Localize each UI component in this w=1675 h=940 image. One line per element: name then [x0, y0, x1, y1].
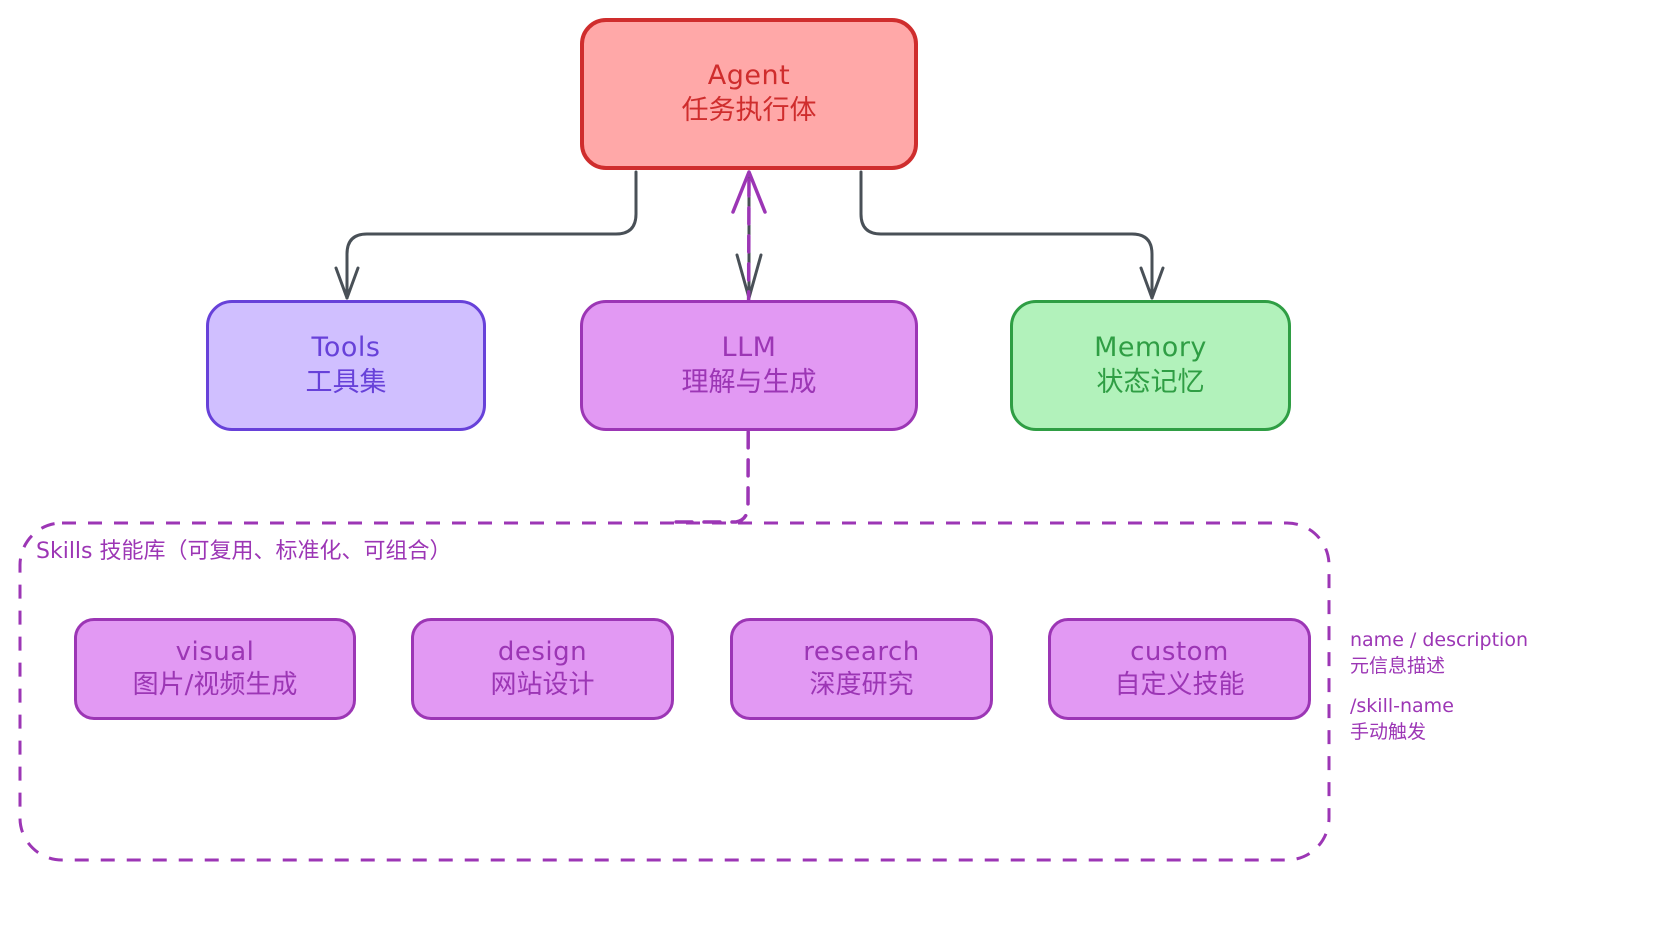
agent-to-memory-arrow	[859, 170, 1154, 300]
note-line1: /skill-name	[1350, 695, 1454, 717]
agent-title: Agent	[707, 60, 791, 91]
agent-node[interactable]: Agent 任务执行体	[580, 18, 918, 170]
skill-desc: 图片/视频生成	[132, 670, 298, 700]
skill-desc: 深度研究	[809, 670, 914, 700]
note-metadata: name / description 元信息描述	[1350, 627, 1528, 679]
skill-visual-node[interactable]: visual 图片/视频生成	[74, 618, 356, 720]
skills-group-title: Skills 技能库（可复用、标准化、可组合）	[36, 539, 452, 564]
llm-node[interactable]: LLM 理解与生成	[580, 300, 918, 431]
skill-name: research	[803, 637, 920, 667]
note-line1: name / description	[1350, 629, 1529, 651]
agent-subtitle: 任务执行体	[681, 95, 817, 126]
skill-custom-node[interactable]: custom 自定义技能	[1048, 618, 1311, 720]
llm-subtitle: 理解与生成	[681, 366, 817, 398]
agent-to-tools-arrow	[345, 170, 638, 300]
skills-to-agent-dashed-arrow	[674, 170, 751, 524]
arrowhead-tools	[334, 266, 360, 300]
arrowhead-memory	[1139, 266, 1165, 300]
skill-desc: 自定义技能	[1114, 670, 1245, 700]
arrowhead-agent-up	[731, 170, 767, 214]
memory-title: Memory	[1094, 331, 1207, 363]
skill-name: visual	[175, 637, 255, 667]
llm-title: LLM	[721, 331, 777, 363]
memory-subtitle: 状态记忆	[1096, 366, 1205, 398]
note-line2: 手动触发	[1350, 721, 1427, 743]
skill-research-node[interactable]: research 深度研究	[730, 618, 993, 720]
note-manual-trigger: /skill-name 手动触发	[1350, 693, 1454, 745]
note-line2: 元信息描述	[1350, 655, 1446, 677]
skill-name: design	[497, 637, 588, 667]
tools-subtitle: 工具集	[305, 366, 387, 398]
skill-design-node[interactable]: design 网站设计	[411, 618, 674, 720]
tools-node[interactable]: Tools 工具集	[206, 300, 486, 431]
memory-node[interactable]: Memory 状态记忆	[1010, 300, 1291, 431]
skill-name: custom	[1130, 637, 1229, 667]
tools-title: Tools	[311, 331, 381, 363]
skills-group-frame	[18, 521, 1331, 862]
skill-desc: 网站设计	[490, 670, 595, 700]
